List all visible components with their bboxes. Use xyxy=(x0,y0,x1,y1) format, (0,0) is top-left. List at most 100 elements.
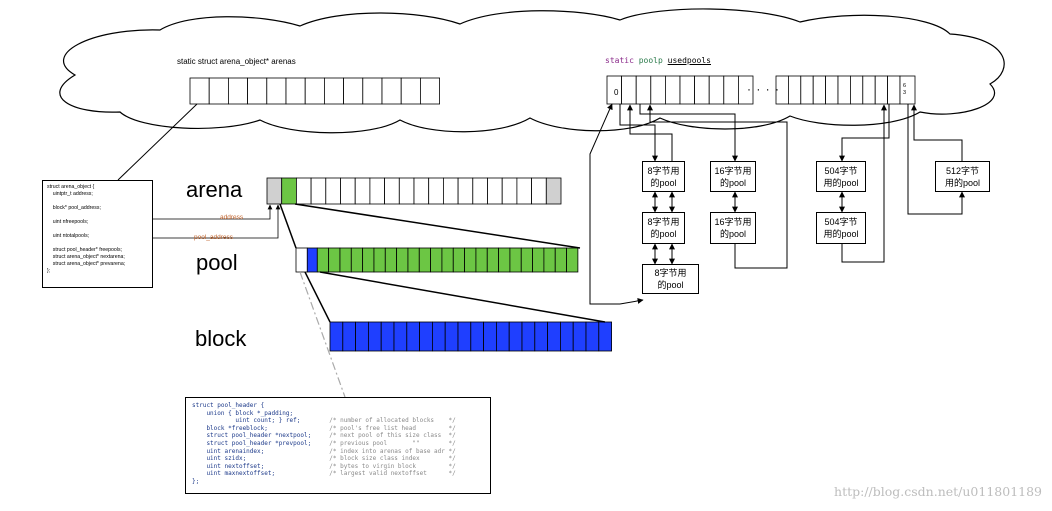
cloud-shape xyxy=(59,8,1005,134)
arenas-cell xyxy=(227,77,248,105)
struct-line: uintptr_t address; xyxy=(47,191,93,197)
arena-cell xyxy=(545,177,562,205)
code-line: uint count; } ref; /* number of allocate… xyxy=(192,417,484,425)
block-cell xyxy=(342,321,356,352)
code-text: uint count; } ref; xyxy=(192,417,330,425)
arena-cell xyxy=(487,177,503,205)
watermark: http://blog.csdn.net/u011801189 xyxy=(834,484,1042,499)
pool-block-cell xyxy=(339,247,352,273)
code-line: uint maxnextoffset; /* largest valid nex… xyxy=(192,470,484,478)
code-text: uint maxnextoffset; xyxy=(192,470,330,478)
usedpools-cell xyxy=(862,75,876,105)
code-line: }; xyxy=(192,478,484,486)
usedpools-cell xyxy=(850,75,864,105)
arenas-cell xyxy=(343,77,364,105)
arena-cell xyxy=(295,177,312,205)
struct-line xyxy=(47,240,148,247)
usedpools-first-index: 0 xyxy=(614,88,619,97)
usedpools-ellipsis: · · · · xyxy=(747,82,780,96)
arena-cell xyxy=(325,177,341,205)
pool-block-cell xyxy=(407,247,420,273)
code-comment: /* pool's free list head */ xyxy=(329,424,456,432)
usedpools-cell xyxy=(837,75,851,105)
code-text: struct pool_header *prevpool; xyxy=(192,439,330,447)
pool-8b-3: 8字节用 的pool xyxy=(642,264,699,294)
code-text: uint arenaindex; xyxy=(192,447,330,455)
block-cell xyxy=(431,321,446,352)
block-cell xyxy=(419,321,433,352)
code-line: struct pool_header *nextpool; /* next po… xyxy=(192,432,484,440)
pool-block-cell xyxy=(350,247,364,273)
pool-block-expand-right xyxy=(319,271,606,323)
block-cell xyxy=(329,321,344,352)
pool-label: pool xyxy=(196,250,238,275)
block-bar xyxy=(329,321,612,352)
struct-line xyxy=(47,212,148,219)
block-cell xyxy=(483,321,497,352)
arena-label: arena xyxy=(186,177,243,202)
arenas-to-struct-line xyxy=(117,103,198,181)
block-cell xyxy=(470,321,484,352)
usedpools-cell xyxy=(812,75,827,105)
block-cell xyxy=(547,321,561,352)
pool-512b: 512字节 用的pool xyxy=(935,161,990,192)
pool-header-link xyxy=(299,271,346,398)
struct-line: struct arena_object* prevarena; xyxy=(47,261,126,267)
arenas-cell xyxy=(362,77,383,105)
code-line: uint szidx; /* block size class index */ xyxy=(192,455,484,463)
pool-block-cell xyxy=(543,247,556,273)
code-line: struct pool_header *prevpool; /* previou… xyxy=(192,440,484,448)
arenas-label: static struct arena_object* arenas xyxy=(177,57,296,66)
struct-line xyxy=(47,198,148,205)
usedpools-cell xyxy=(679,75,696,105)
code-line: uint nextoffset; /* bytes to virgin bloc… xyxy=(192,463,484,471)
arena-cell xyxy=(354,177,371,205)
arena-cell xyxy=(442,177,459,205)
code-text: struct pool_header { xyxy=(192,402,330,409)
usedpools-cell xyxy=(723,75,739,105)
usedpools-cell xyxy=(788,75,802,105)
struct-line: }; xyxy=(47,268,51,274)
code-comment: /* block size class index */ xyxy=(329,455,456,463)
pool-block-cell xyxy=(509,247,522,273)
block-cell xyxy=(534,321,548,352)
block-cell xyxy=(598,321,612,352)
arenas-cell xyxy=(381,77,402,105)
pool-block-cell xyxy=(316,247,330,273)
arenas-cell xyxy=(419,77,440,105)
arena-cell xyxy=(310,177,327,205)
pool-504b-1: 504字节 用的pool xyxy=(816,161,866,192)
code-comment: /* previous pool "" */ xyxy=(329,439,456,447)
code-comment: /* number of allocated blocks */ xyxy=(329,417,456,425)
pool-block-cell xyxy=(475,247,488,273)
arena-cell xyxy=(398,177,415,205)
pool-header-cell xyxy=(306,247,318,273)
arenas-cell xyxy=(323,77,344,105)
pool-block-cell xyxy=(418,247,431,273)
pool-cell-gap xyxy=(295,247,308,273)
arena-cell xyxy=(531,177,547,205)
block-cell xyxy=(585,321,600,352)
pool-8b-2: 8字节用 的pool xyxy=(642,212,685,244)
pool-504b-2: 504字节 用的pool xyxy=(816,212,866,244)
usedpools-cell xyxy=(887,75,901,105)
pool-block-cell xyxy=(486,247,499,273)
pool-header-struct-box: struct pool_header { union { block *_pad… xyxy=(185,397,491,494)
arena-cell xyxy=(384,177,400,205)
code-text: block *freeblock; xyxy=(192,424,330,432)
struct-line: struct arena_object { xyxy=(47,184,95,190)
arena-cell xyxy=(516,177,533,205)
block-label: block xyxy=(195,326,247,351)
usedpools-cell xyxy=(708,75,725,105)
code-text: union { block *_padding; xyxy=(192,409,330,417)
struct-line: uint nfreepools; xyxy=(47,219,89,225)
address-label: address xyxy=(220,214,244,221)
usedpools-type: poolp xyxy=(638,56,663,65)
arena-cell xyxy=(428,177,444,205)
pool-block-cell xyxy=(384,247,398,273)
code-comment: /* next pool of this size class */ xyxy=(329,432,456,440)
usedpools-cell xyxy=(694,75,710,105)
usedpools-cell xyxy=(738,75,754,105)
pool-block-cell xyxy=(532,247,545,273)
